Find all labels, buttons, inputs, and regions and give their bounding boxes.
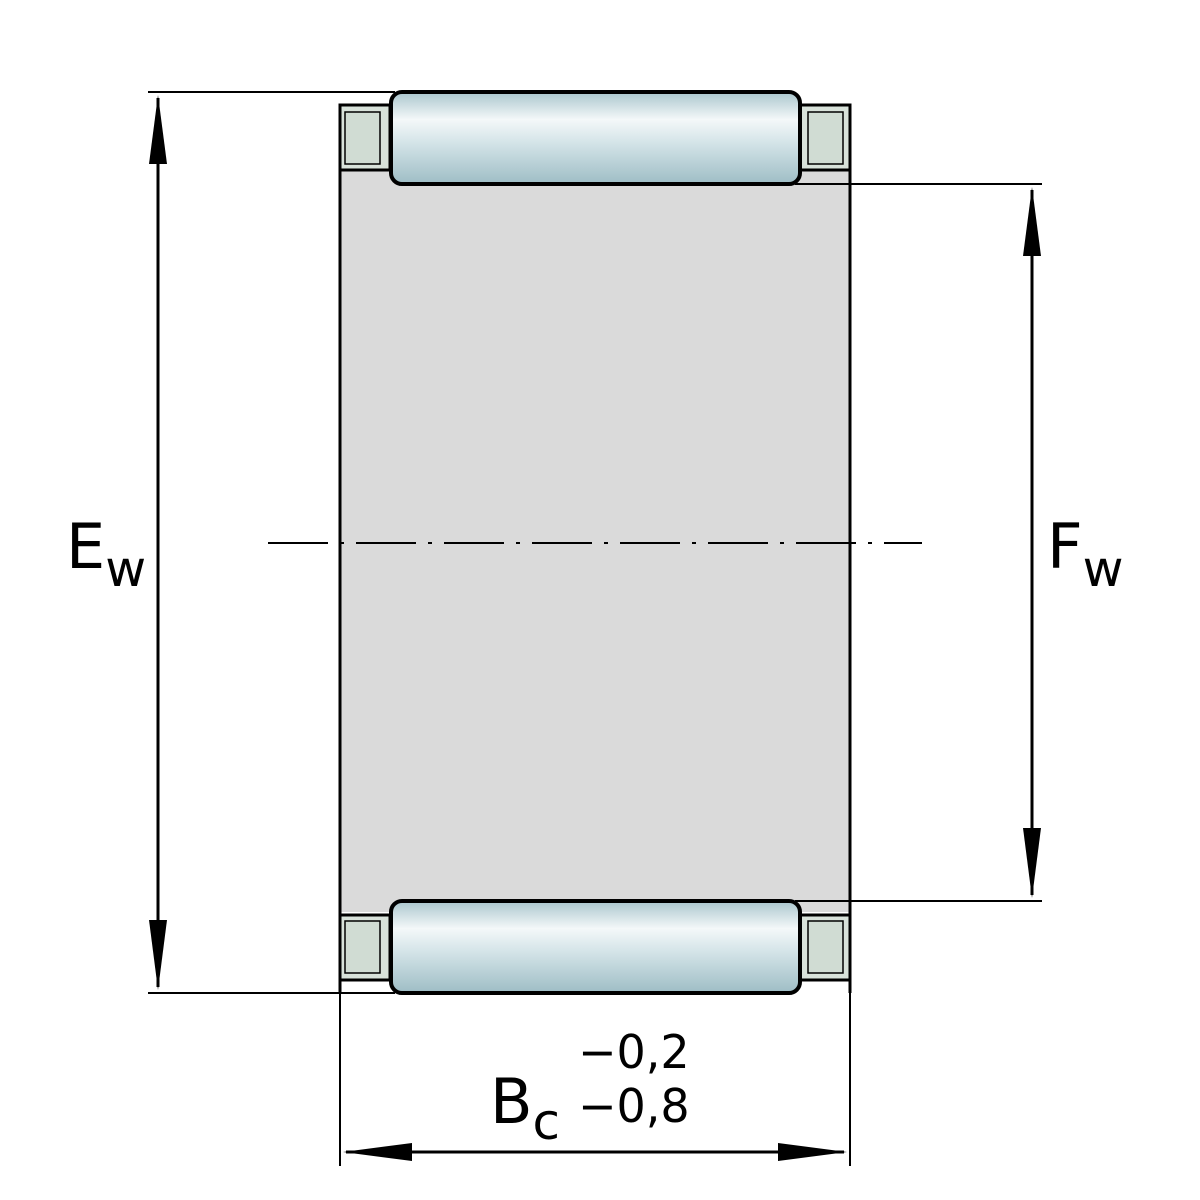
fw-symbol: F xyxy=(1047,510,1083,583)
bc-arrow-right xyxy=(778,1143,847,1161)
ew-symbol: E xyxy=(66,510,105,583)
fw-arrow-bottom xyxy=(1023,828,1041,898)
ew-subscript: w xyxy=(105,540,146,598)
bc-label: Bc xyxy=(490,1065,560,1151)
fw-label: Fw xyxy=(1047,510,1124,598)
bc-subscript: c xyxy=(533,1093,561,1151)
ew-arrow-top xyxy=(149,95,167,164)
fw-dimension xyxy=(795,183,1042,902)
fw-arrow-top xyxy=(1023,187,1041,256)
bc-arrow-left xyxy=(343,1143,412,1161)
ew-arrow-bottom xyxy=(149,920,167,990)
bc-symbol: B xyxy=(490,1065,533,1138)
bore-area xyxy=(340,170,850,912)
bc-tolerance-upper: −0,2 xyxy=(578,1025,690,1079)
top-needle-roller xyxy=(389,90,802,186)
bc-tolerance-lower: −0,8 xyxy=(578,1079,690,1133)
fw-subscript: w xyxy=(1083,540,1124,598)
ew-label: Ew xyxy=(66,510,146,598)
bc-dimension xyxy=(339,993,851,1166)
ew-dimension xyxy=(148,91,395,994)
bottom-needle-roller xyxy=(389,899,802,995)
